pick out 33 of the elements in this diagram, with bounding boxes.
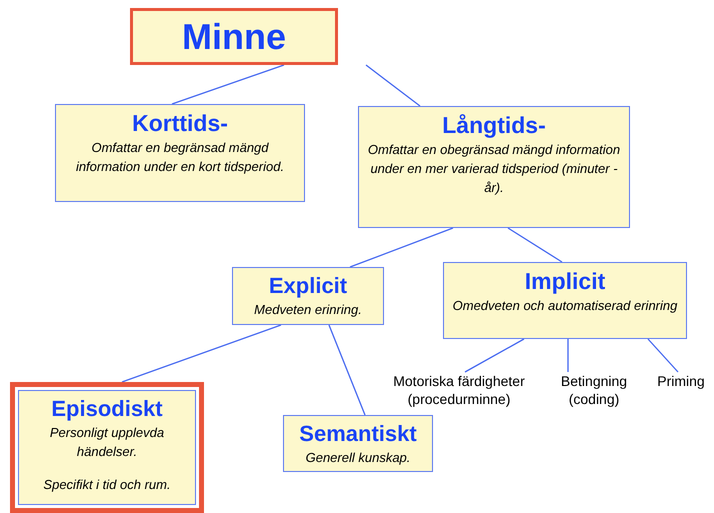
memory-box	[283, 415, 433, 472]
memory-box	[232, 267, 384, 325]
connector-line	[328, 324, 366, 416]
node-description: Omedveten och automatiserad erinring	[452, 296, 678, 315]
node-heading: Explicit	[268, 272, 348, 300]
memory-box	[443, 262, 687, 339]
node-label: Motoriska färdigheter (procedurminne)	[392, 372, 526, 408]
node-heading: Semantiskt	[299, 420, 417, 448]
connector-line	[172, 64, 284, 105]
node-description: Omfattar en obegränsad mängd information under en mer varierad tidsperiod (minuter - år).	[366, 140, 622, 197]
memory-box	[55, 104, 305, 202]
connector-line	[567, 339, 569, 372]
node-label: Betingning (coding)	[560, 372, 628, 408]
memory-box	[358, 106, 630, 228]
connector-line	[350, 227, 454, 268]
node-heading: Korttids-	[132, 109, 228, 138]
memory-box	[130, 8, 338, 65]
connector-line	[464, 338, 524, 373]
node-heading: Långtids-	[442, 111, 546, 140]
node-description: Omfattar en begränsad mängd information under en kort tidsperiod.	[74, 138, 286, 176]
connector-line	[122, 324, 282, 383]
node-description: Generell kunskap.	[304, 448, 412, 466]
node-description: Specifikt i tid och rum.	[42, 476, 172, 494]
node-description: Personligt upplevda händelser.	[48, 424, 166, 460]
memory-box	[10, 382, 204, 513]
connector-line	[366, 64, 420, 107]
connector-line	[648, 338, 678, 372]
node-label: Priming	[657, 372, 705, 390]
node-description: Medveten erinring.	[253, 300, 363, 318]
node-heading: Implicit	[524, 267, 606, 296]
node-heading: Minne	[182, 15, 286, 59]
node-heading: Episodiskt	[51, 395, 163, 422]
connector-line	[508, 227, 562, 263]
